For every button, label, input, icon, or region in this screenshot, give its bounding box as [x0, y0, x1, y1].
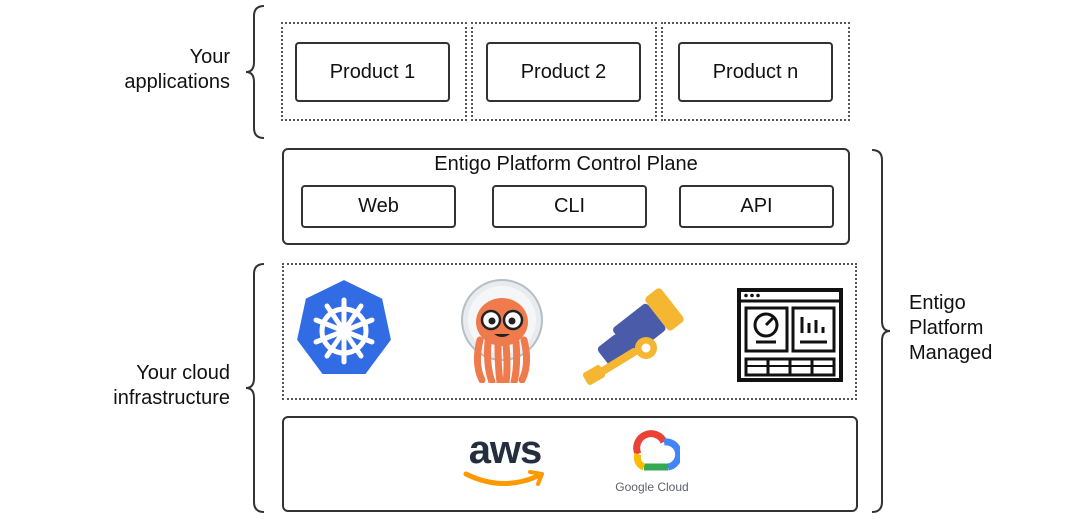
google-cloud-logo: Google Cloud	[614, 430, 690, 500]
web-box: Web	[301, 185, 456, 228]
product-1-box: Product 1	[295, 42, 450, 102]
product-n-box: Product n	[678, 42, 833, 102]
product-2-box: Product 2	[486, 42, 641, 102]
cloud-brace	[245, 263, 265, 513]
argo-icon	[461, 279, 543, 383]
managed-brace	[871, 149, 891, 513]
cli-box: CLI	[492, 185, 647, 228]
aws-logo: aws	[462, 428, 548, 494]
apps-label: Your applications	[124, 46, 230, 93]
apps-brace	[245, 5, 265, 139]
applications-container	[661, 22, 850, 121]
tools-container	[282, 263, 857, 400]
api-box: API	[679, 185, 834, 228]
cloud-label: Your cloud infrastructure	[113, 362, 230, 409]
aws-logo-text: aws	[468, 428, 543, 472]
managed-label: Entigo Platform Managed	[909, 292, 993, 364]
cloud-providers-box	[282, 416, 858, 512]
google-cloud-icon	[633, 430, 680, 471]
telescope-icon	[582, 288, 684, 385]
applications-container	[281, 22, 467, 121]
dashboard-icon	[737, 288, 843, 382]
control-plane-title: Entigo Platform Control Plane	[434, 153, 698, 175]
google-cloud-text: Google Cloud	[615, 480, 689, 494]
kubernetes-icon	[296, 278, 392, 376]
applications-container	[471, 22, 657, 121]
aws-smile-icon	[463, 470, 544, 487]
